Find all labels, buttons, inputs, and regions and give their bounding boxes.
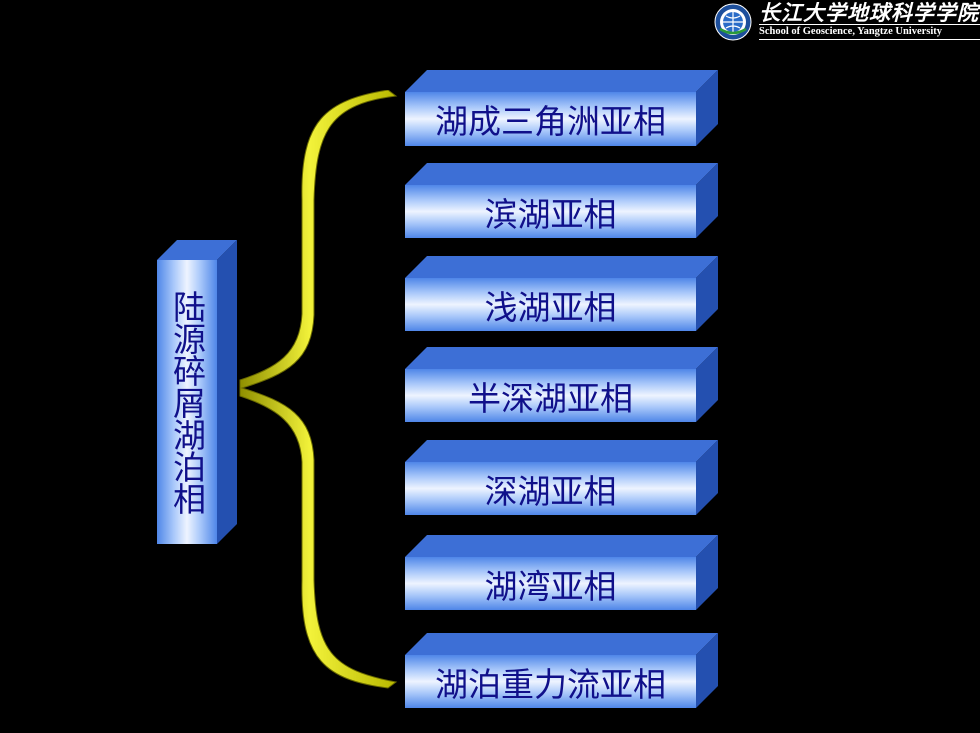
subfacies-box: 湖湾亚相 [405,535,718,612]
university-header: 长江大学地球科学学院 School of Geoscience, Yangtze… [712,0,980,44]
subfacies-label: 半深湖亚相 [468,378,633,418]
subfacies-label: 浅湖亚相 [484,287,617,327]
subfacies-front [405,185,696,238]
root-facies-front [157,260,217,544]
subfacies-front [405,92,696,146]
university-title-en: School of Geoscience, Yangtze University [759,26,943,37]
subfacies-label: 湖泊重力流亚相 [435,664,666,704]
subfacies-box: 湖成三角洲亚相 [405,70,718,148]
university-title-cn: 长江大学地球科学学院 [759,0,979,25]
subfacies-box: 滨湖亚相 [405,163,718,240]
subfacies-label: 湖湾亚相 [484,566,617,606]
root-facies-label: 陆源碎屑湖泊相 [167,290,207,514]
subfacies-label: 湖成三角洲亚相 [435,102,666,141]
subfacies-front [405,462,696,515]
subfacies-label: 深湖亚相 [484,471,617,511]
subfacies-box: 浅湖亚相 [405,256,718,333]
subfacies-front [405,278,696,331]
grouping-brace [239,90,398,689]
subfacies-front [405,655,696,708]
subfacies-box: 半深湖亚相 [405,347,718,424]
subfacies-label: 滨湖亚相 [484,194,617,234]
subfacies-box: 湖泊重力流亚相 [405,633,718,710]
header-divider [759,39,980,40]
university-logo-icon [714,3,752,41]
subfacies-front [405,369,696,422]
subfacies-front [405,557,696,610]
root-facies-box: 陆源碎屑湖泊相 [157,240,237,545]
subfacies-box: 深湖亚相 [405,440,718,517]
header-divider [759,24,980,25]
